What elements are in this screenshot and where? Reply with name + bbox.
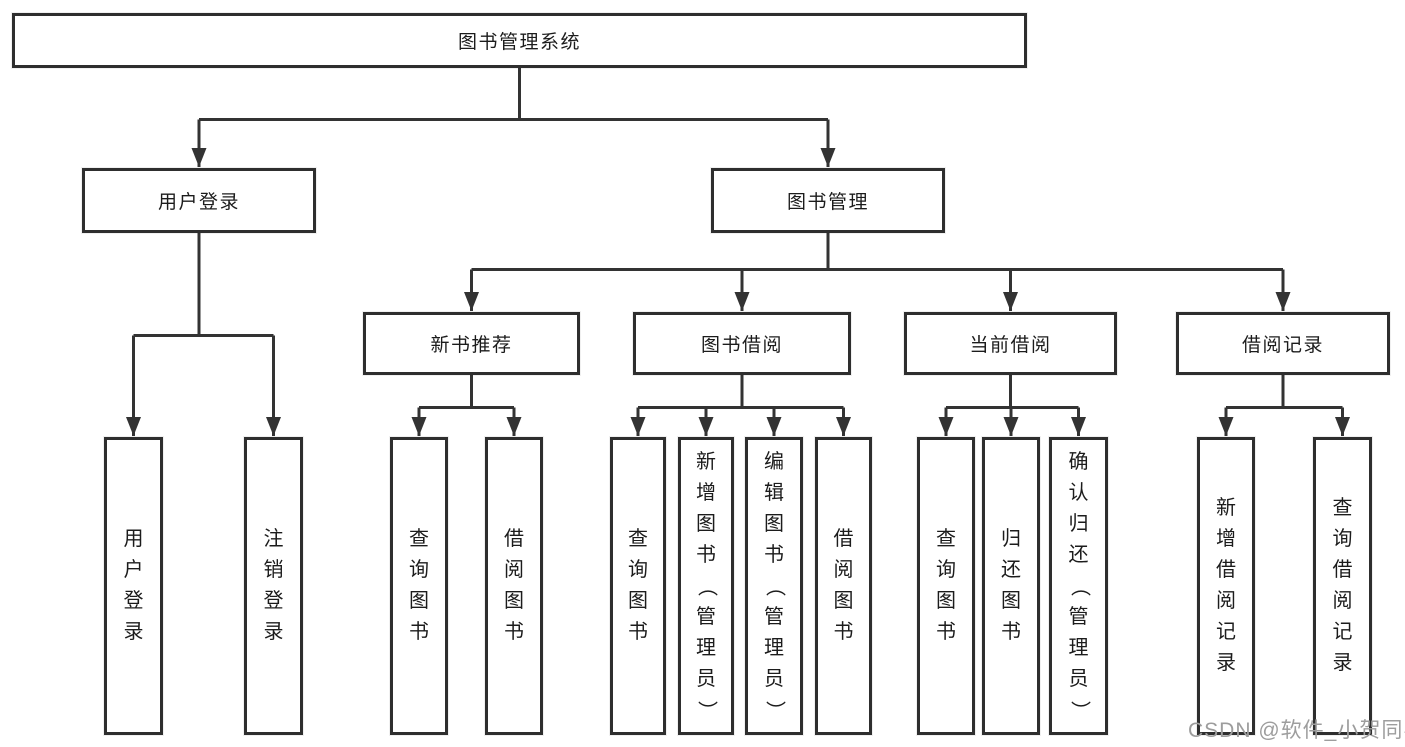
node-book-borrow-label: 图书借阅: [700, 335, 783, 356]
leaf-br-query-record: 查询借阅记录: [1313, 437, 1372, 735]
leaf-logout: 注销登录: [244, 437, 303, 735]
connector-borrow-records-trunk: [1226, 375, 1343, 409]
leaf-br-add-record: 新增借阅记录: [1197, 437, 1255, 735]
leaf-nb-borrow-books-label: 借阅图书: [504, 528, 524, 643]
leaf-bb-borrow-books: 借阅图书: [815, 437, 872, 735]
leaf-nb-query-books: 查询图书: [390, 437, 448, 735]
leaf-cb-return-books-label: 归还图书: [1001, 528, 1021, 643]
leaf-cb-confirm-return-label: 确认归还（管理员）: [1068, 450, 1090, 721]
leaf-bb-add-books-label: 新增图书（管理员）: [695, 450, 718, 721]
node-borrow-records-label: 借阅记录: [1241, 335, 1324, 356]
node-current-borrow-label: 当前借阅: [969, 335, 1052, 356]
leaf-bb-edit-books: 编辑图书（管理员）: [745, 437, 803, 735]
connector-root-trunk: [199, 68, 828, 121]
node-root-label: 图书管理系统: [457, 32, 581, 53]
leaf-br-query-record-label: 查询借阅记录: [1332, 497, 1353, 674]
leaf-br-add-record-label: 新增借阅记录: [1216, 497, 1236, 674]
csdn-watermark: CSDN @软件_小贺同学: [1188, 719, 1405, 742]
connector-book-management-trunk: [471, 233, 1283, 271]
node-new-book-recommend-label: 新书推荐: [430, 335, 513, 356]
node-root: 图书管理系统: [12, 13, 1027, 68]
leaf-bb-query-books-label: 查询图书: [628, 528, 648, 643]
leaf-cb-query-books: 查询图书: [917, 437, 975, 735]
leaf-logout-label: 注销登录: [263, 528, 284, 643]
leaf-cb-query-books-label: 查询图书: [936, 528, 956, 643]
leaf-bb-query-books: 查询图书: [610, 437, 666, 735]
leaf-bb-add-books: 新增图书（管理员）: [678, 437, 734, 735]
node-user-login: 用户登录: [82, 168, 316, 233]
leaf-cb-return-books: 归还图书: [982, 437, 1040, 735]
node-borrow-records: 借阅记录: [1176, 312, 1390, 375]
leaf-nb-query-books-label: 查询图书: [409, 528, 429, 643]
connector-current-borrow-trunk: [946, 375, 1079, 409]
leaf-nb-borrow-books: 借阅图书: [485, 437, 543, 735]
node-book-management-label: 图书管理: [786, 192, 869, 213]
leaf-cb-confirm-return: 确认归还（管理员）: [1049, 437, 1108, 735]
leaf-user-login: 用户登录: [104, 437, 163, 735]
connector-user-login-trunk: [133, 233, 274, 337]
node-current-borrow: 当前借阅: [904, 312, 1117, 375]
node-book-management: 图书管理: [711, 168, 945, 233]
node-user-login-label: 用户登录: [157, 192, 240, 213]
leaf-user-login-label: 用户登录: [123, 528, 144, 643]
connector-new-book-trunk: [419, 375, 514, 409]
node-new-book-recommend: 新书推荐: [363, 312, 580, 375]
leaf-bb-borrow-books-label: 借阅图书: [833, 528, 854, 643]
leaf-bb-edit-books-label: 编辑图书（管理员）: [763, 450, 786, 721]
node-book-borrow: 图书借阅: [633, 312, 851, 375]
connector-book-borrow-trunk: [638, 375, 844, 409]
